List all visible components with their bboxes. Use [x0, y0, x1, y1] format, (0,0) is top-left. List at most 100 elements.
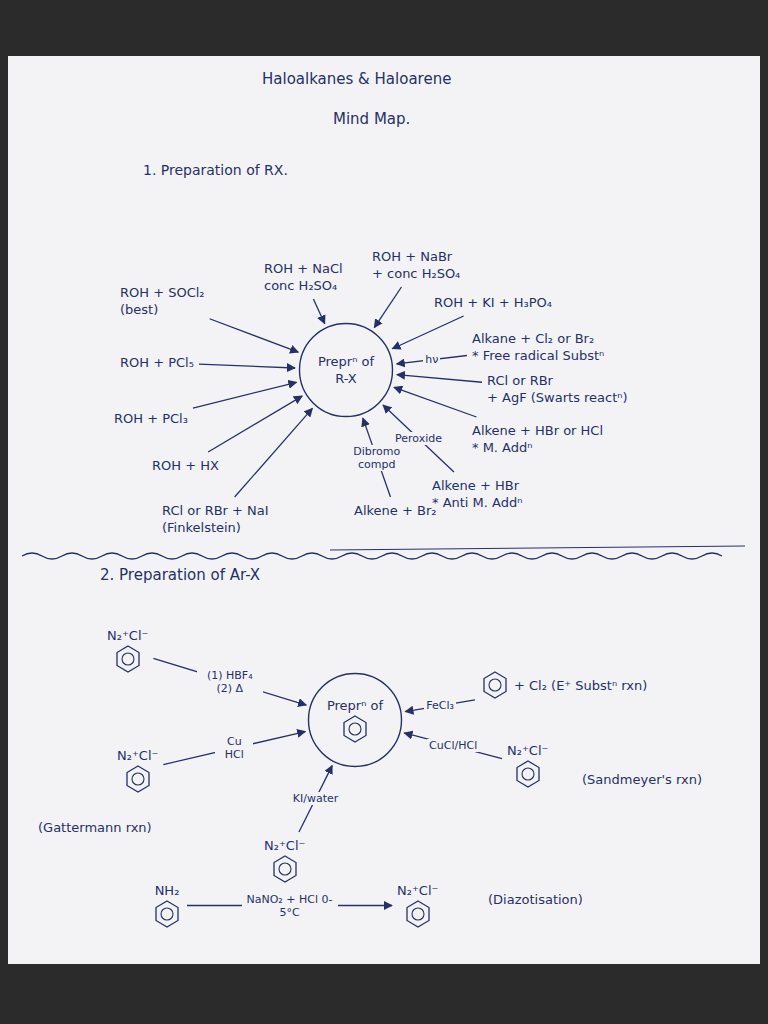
edge-label: FeCl₃	[424, 699, 456, 712]
edge-label: KI/water	[291, 792, 341, 805]
connector-arrow	[392, 316, 463, 349]
connector-arrow	[235, 408, 313, 497]
node-text: conc H₂SO₄	[264, 277, 337, 294]
divider-line	[330, 546, 745, 550]
benzene-circle	[522, 768, 534, 780]
node-text: + Cl₂ (E⁺ Substⁿ rxn)	[514, 677, 647, 694]
reagent-node: Alkene + Br₂	[352, 500, 438, 521]
benzene-hexagon	[344, 716, 366, 742]
reagent-node: Alkene + HBr* Anti M. Addⁿ	[430, 475, 524, 513]
benzene-ring	[480, 670, 510, 700]
node-text: ROH + SOCl₂	[120, 284, 205, 301]
node-text: Preprⁿ of	[327, 697, 383, 714]
benzene-ring	[113, 644, 143, 674]
node-text: ROH + PCl₅	[120, 354, 194, 371]
node-text: N₂⁺Cl⁻	[397, 882, 438, 899]
circle-border	[300, 324, 393, 417]
node-text: Preprⁿ of R-X	[311, 353, 381, 387]
node-text: N₂⁺Cl⁻	[507, 742, 548, 759]
edge-label: hν	[423, 353, 440, 366]
node-text: ROH + NaCl	[264, 260, 343, 277]
connector-arrow	[193, 382, 297, 408]
node-text: N₂⁺Cl⁻	[264, 837, 305, 854]
reagent-node: RCl or RBr + NaI(Finkelstein)	[160, 500, 271, 538]
reagent-node: RCl or RBr+ AgF (Swarts reactⁿ)	[485, 370, 630, 408]
edge-label: (1) HBF₄ (2) Δ	[197, 669, 263, 695]
edge-label: NaNO₂ + HCl 0-5°C	[242, 893, 338, 919]
note-label: (Diazotisation)	[488, 892, 583, 907]
reagent-node: N₂⁺Cl⁻	[262, 835, 307, 886]
node-text: (Finkelstein)	[162, 519, 241, 536]
node-text: ROH + PCl₃	[114, 410, 188, 427]
benzene-ring	[513, 759, 543, 789]
connector-arrow	[397, 375, 482, 383]
benzene-ring	[270, 854, 300, 884]
benzene-circle	[132, 773, 144, 785]
benzene-hexagon	[274, 856, 296, 882]
connector-arrow	[405, 700, 475, 712]
benzene-ring	[340, 714, 370, 744]
benzene-circle	[349, 723, 361, 735]
connector-arrow	[313, 299, 324, 324]
process-circle: Preprⁿ of R-X	[298, 322, 394, 418]
node-text: N₂⁺Cl⁻	[117, 747, 158, 764]
reagent-node: ROH + KI + H₃PO₄	[432, 292, 554, 313]
benzene-circle	[122, 653, 134, 665]
benzene-circle	[279, 863, 291, 875]
node-text: Alkane + Cl₂ or Br₂	[472, 330, 594, 347]
circle-border	[309, 674, 402, 767]
node-text: Alkene + HBr or HCl	[472, 422, 603, 439]
edge-label: Dibromo compd	[345, 445, 409, 471]
reagent-node: + Cl₂ (E⁺ Substⁿ rxn)	[478, 668, 649, 702]
node-text: * Anti M. Addⁿ	[432, 494, 522, 511]
edge-label: Peroxide	[393, 432, 444, 445]
node-text: + conc H₂SO₄	[372, 265, 460, 282]
note-label: 2. Preparation of Ar-X	[100, 566, 260, 584]
benzene-hexagon	[127, 766, 149, 792]
node-text: RCl or RBr	[487, 372, 553, 389]
wavy-divider	[22, 553, 722, 559]
benzene-circle	[489, 679, 501, 691]
benzene-hexagon	[484, 672, 506, 698]
note-label: (Sandmeyer's rxn)	[582, 772, 702, 787]
reagent-node: Alkane + Cl₂ or Br₂* Free radical Substⁿ	[470, 328, 606, 366]
node-text: Alkene + HBr	[432, 477, 519, 494]
note-label: (Gattermann rxn)	[38, 820, 152, 835]
node-text: ROH + NaBr	[372, 248, 452, 265]
connector-arrow	[210, 319, 299, 352]
connector-arrow	[394, 387, 476, 417]
edge-label: CuCl/HCl	[427, 739, 479, 752]
page-title: Haloalkanes & Haloarene	[262, 70, 451, 88]
edge-label: Cu HCl	[215, 735, 253, 761]
reagent-node: ROH + SOCl₂(best)	[118, 282, 207, 320]
benzene-hexagon	[407, 901, 429, 927]
reagent-node: Alkene + HBr or HCl* M. Addⁿ	[470, 420, 605, 458]
reagent-node: N₂⁺Cl⁻	[115, 745, 160, 796]
connector-arrow	[153, 658, 306, 705]
reagent-node: ROH + NaBr+ conc H₂SO₄	[370, 246, 462, 284]
note-label: 1. Preparation of RX.	[143, 162, 288, 178]
reagent-node: NH₂	[150, 880, 184, 931]
node-text: N₂⁺Cl⁻	[107, 627, 148, 644]
benzene-hexagon	[117, 646, 139, 672]
reagent-node: ROH + PCl₃	[112, 408, 190, 429]
node-text: * M. Addⁿ	[472, 439, 532, 456]
benzene-circle	[161, 908, 173, 920]
reagent-node: ROH + NaClconc H₂SO₄	[262, 258, 345, 296]
benzene-hexagon	[156, 901, 178, 927]
node-text: (best)	[120, 301, 158, 318]
circle-outline	[298, 322, 394, 418]
reagent-node: N₂⁺Cl⁻	[395, 880, 440, 931]
node-text: ROH + HX	[152, 457, 219, 474]
node-text: + AgF (Swarts reactⁿ)	[487, 389, 628, 406]
benzene-hexagon	[517, 761, 539, 787]
benzene-ring	[152, 899, 182, 929]
benzene-circle	[412, 908, 424, 920]
note-label: Mind Map.	[333, 110, 410, 128]
benzene-ring	[123, 764, 153, 794]
node-text: ROH + KI + H₃PO₄	[434, 294, 552, 311]
node-text: * Free radical Substⁿ	[472, 347, 604, 364]
connector-arrow	[163, 732, 305, 765]
connector-arrow	[374, 287, 401, 328]
